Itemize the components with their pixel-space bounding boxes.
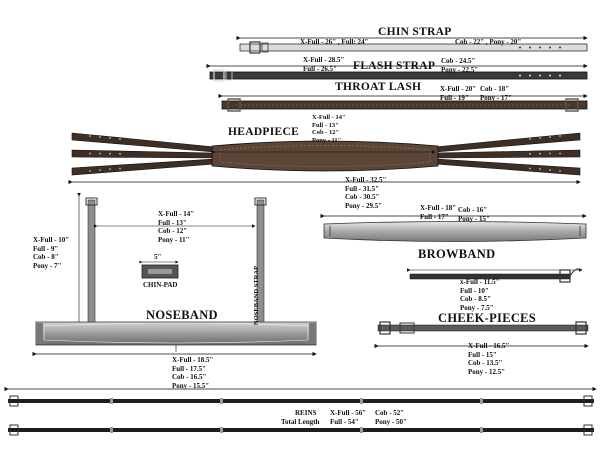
noseband-title: NOSEBAND <box>146 308 218 322</box>
chin-strap-title: CHIN STRAP <box>378 26 452 38</box>
throat-lash-title: THROAT LASH <box>335 81 422 93</box>
reins-subtitle: Total Length <box>281 418 320 426</box>
chin-strap-measure-right: Cob - 22" , Pony - 20" <box>455 38 522 46</box>
reins-drawing <box>4 386 597 436</box>
noseband-drawing <box>32 193 317 357</box>
flash-strap-measure-right: Cob - 24.5"Pony - 22.5" <box>441 57 479 74</box>
headpiece-center-measure: X-Full - 14"Full - 13"Cob - 12"Pony - 11… <box>312 114 346 144</box>
throat-lash-drawing <box>218 93 588 112</box>
reins-title: REINS <box>295 409 317 417</box>
chin-strap-drawing <box>236 35 588 54</box>
browband-title: BROWBAND <box>418 247 496 261</box>
noseband-strap-label: NOSEBAND STRAP <box>253 265 260 325</box>
flash-strap-measure-left: X-Full - 28.5"Full - 26.5" <box>303 56 345 73</box>
browband-measure-left: X-Full - 18"Full - 17" <box>420 204 457 221</box>
flash-strap-title: FLASH STRAP <box>353 60 436 72</box>
noseband-height-measure: X-Full - 10"Full - 9"Cob - 8"Pony - 7" <box>33 236 70 270</box>
chin-strap-measure-left: X-Full - 26" , Full: 24" <box>300 38 369 46</box>
chin-pad-label: CHIN-PAD <box>143 281 178 289</box>
noseband-bottom-measure: X-Full - 18.5"Full - 17.5"Cob - 16.5"Pon… <box>172 356 214 390</box>
chin-pad-measure: 5" <box>154 253 162 261</box>
headpiece-title: HEADPIECE <box>228 126 300 138</box>
noseband-width-measure: X-Full - 14"Full - 13"Cob - 12"Pony - 11… <box>158 210 195 244</box>
cheek-pieces-bottom-measure: X-Full - 16.5"Full - 15"Cob - 13.5"Pony … <box>468 342 510 376</box>
reins-measure-left: X-Full - 56"Full - 54" <box>330 409 367 426</box>
cheek-pieces-top-measure: x-Full - 11.5"Full - 10"Cob - 8.5"Pony -… <box>460 278 500 312</box>
cheek-pieces-title: CHEEK-PIECES <box>438 311 537 325</box>
throat-lash-measure-right: Cob - 18"Pony - 17" <box>480 85 512 102</box>
browband-measure-right: Cob - 16"Pony - 15" <box>458 206 490 223</box>
flash-strap-drawing <box>206 63 588 82</box>
cheek-pieces-drawing <box>374 268 589 349</box>
headpiece-drawing <box>68 132 581 185</box>
throat-lash-measure-left: X-Full - 20"Full - 19" <box>440 85 477 102</box>
reins-measure-right: Cob - 52"Pony - 50" <box>375 409 407 426</box>
headpiece-total-measure: X-Full - 32.5"Full - 31.5"Cob - 30.5"Pon… <box>345 176 387 210</box>
browband-drawing <box>320 213 587 242</box>
